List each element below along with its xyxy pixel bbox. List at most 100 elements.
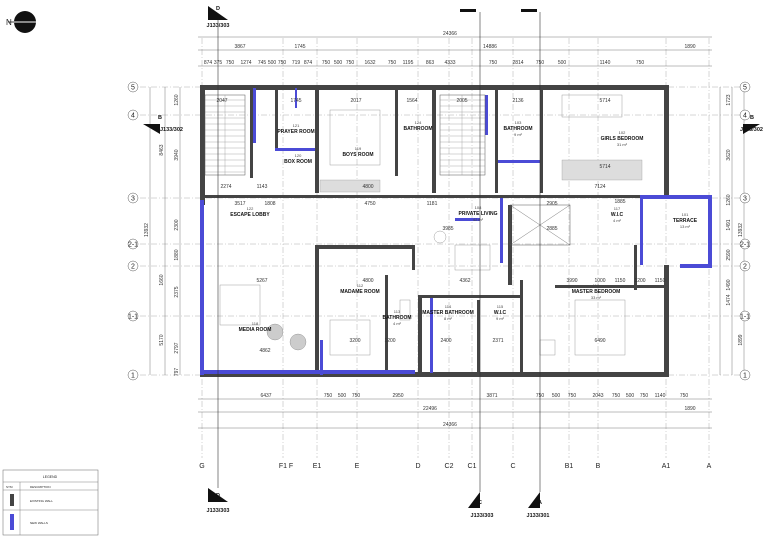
top-dim: 1140 — [600, 60, 611, 66]
room-dim: 7124 — [594, 184, 605, 190]
room-dim: 4362 — [459, 278, 470, 284]
room-area: 31 m² — [617, 142, 628, 147]
axis-label-h: 3 — [743, 196, 747, 203]
svg-text:J133/303: J133/303 — [207, 508, 230, 514]
top-dim: 1745 — [294, 44, 305, 50]
room-dim: 4862 — [259, 348, 270, 354]
bottom-dim: 1890 — [684, 406, 695, 412]
axis-label-v: F — [289, 463, 293, 470]
room-dim: 2400 — [440, 338, 451, 344]
room-dim: 1564 — [406, 98, 417, 104]
room-dim: 5714 — [599, 164, 610, 170]
room-dim: 3985 — [442, 226, 453, 232]
room-area: 9 m² — [514, 132, 523, 137]
svg-text:B: B — [158, 115, 162, 121]
axis-label-v: C — [510, 463, 515, 470]
svg-text:A: A — [538, 500, 542, 506]
top-dim: 500 — [558, 60, 567, 66]
top-dim: 750 — [278, 60, 287, 66]
bottom-dim: 2043 — [592, 393, 603, 399]
legend-header: SYM — [6, 485, 13, 489]
room-name: BOYS ROOM — [342, 152, 373, 158]
room-dim: 1745 — [290, 98, 301, 104]
section-marker-bottom-d: D J133/303 — [207, 488, 230, 514]
top-dim: 745 — [258, 60, 267, 66]
room-name: BATHROOM — [403, 126, 432, 132]
room-area: 42 m² — [473, 217, 484, 222]
section-marker-left-b: B J133/302 — [143, 115, 183, 134]
room-dim: 3517 — [234, 201, 245, 207]
section-bar — [521, 9, 537, 12]
svg-text:C: C — [478, 500, 482, 506]
room-area: 8 m² — [444, 316, 453, 321]
legend-row: EXISTING WALL — [30, 499, 53, 503]
right-dim: 3620 — [726, 149, 732, 160]
bottom-dim: 6437 — [260, 393, 271, 399]
top-dim: 1890 — [684, 44, 695, 50]
room-dim: 3200 — [349, 338, 360, 344]
top-total-dim: 24366 — [443, 31, 457, 37]
axis-label-h: 5 — [131, 85, 135, 92]
bottom-dim: 2950 — [392, 393, 403, 399]
bottom-dim: 1140 — [655, 393, 666, 399]
room-dim: 1200 — [384, 338, 395, 344]
room-number: 117 — [614, 206, 621, 211]
right-dim: 1723 — [726, 94, 732, 105]
stairs — [204, 94, 486, 176]
section-marker-right-b: B J133/302 — [740, 115, 763, 134]
room-dim: 1143 — [257, 184, 268, 190]
room-area: 4 m² — [613, 218, 622, 223]
top-dim: 750 — [322, 60, 331, 66]
right-dim: 1490 — [726, 279, 732, 290]
room-dim: 1150 — [615, 278, 626, 284]
top-dim: 750 — [388, 60, 397, 66]
room-number: 121 — [293, 123, 300, 128]
axis-label-h: 2 — [131, 264, 135, 271]
svg-text:J133/301: J133/301 — [527, 513, 550, 519]
room-area: 33 m² — [591, 295, 602, 300]
axis-label-h: 3 — [131, 196, 135, 203]
axis-label-v: C1 — [468, 463, 477, 470]
left-dim: 2375 — [174, 286, 180, 297]
room-name: ESCAPE LOBBY — [230, 212, 270, 218]
axis-label-v: E1 — [313, 463, 322, 470]
room-name: BATHROOM — [382, 315, 411, 321]
room-dim: 2371 — [492, 338, 503, 344]
axis-label-v: D — [415, 463, 420, 470]
top-dim: 500 — [334, 60, 343, 66]
axis-label-h: 5 — [743, 85, 747, 92]
left-dim: 797 — [174, 368, 180, 377]
room-number: 113 — [394, 309, 401, 314]
svg-text:J133/303: J133/303 — [471, 513, 494, 519]
axis-label-h: 1 — [743, 373, 747, 380]
axis-label-v: F1 — [279, 463, 287, 470]
left-dim: 5170 — [159, 334, 165, 345]
svg-text:J133/302: J133/302 — [160, 127, 183, 133]
bottom-dim: 750 — [352, 393, 361, 399]
top-dim: 863 — [426, 60, 435, 66]
north-compass: N — [6, 11, 36, 33]
room-number: 115 — [497, 304, 504, 309]
axis-label-v: C2 — [445, 463, 454, 470]
room-dim: 1200 — [634, 278, 645, 284]
right-dim: 1260 — [726, 194, 732, 205]
room-name: PRAYER ROOM — [277, 129, 314, 135]
top-dim: 1632 — [364, 60, 375, 66]
left-dim: 3940 — [174, 149, 180, 160]
room-dim: 4750 — [364, 201, 375, 207]
room-number: 102 — [619, 130, 626, 135]
top-dim: 2814 — [512, 60, 523, 66]
room-number: 116 — [593, 283, 600, 288]
bottom-dim: 500 — [552, 393, 561, 399]
left-dim: 1660 — [159, 274, 165, 285]
top-dim: 874 — [304, 60, 313, 66]
right-dim: 1474 — [726, 294, 732, 305]
section-marker-bottom-c: C J133/303 — [468, 492, 493, 519]
left-dimension-lines: 1260394023001880237527977978463139321660… — [144, 87, 181, 377]
room-number: 124 — [415, 120, 422, 125]
room-number: 101 — [682, 212, 689, 217]
